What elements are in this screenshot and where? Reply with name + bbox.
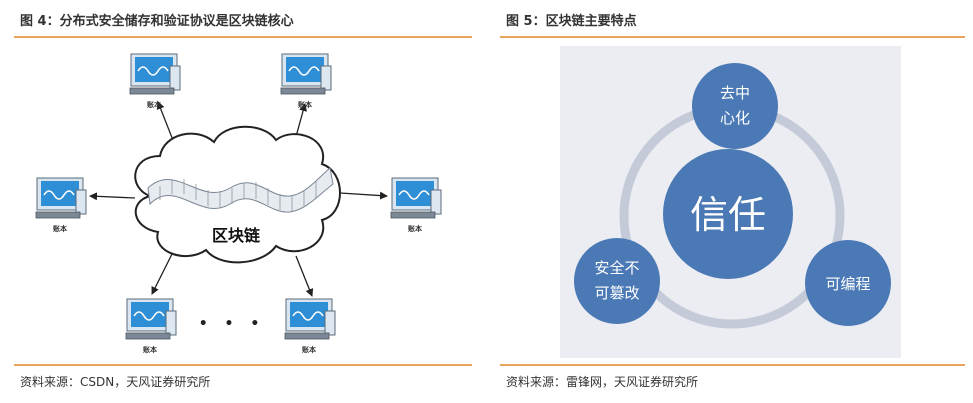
node-decentralized-line2: 心化: [720, 109, 750, 127]
blockchain-features-diagram: 信任 去中 心化 可编程 安全不 可篡改: [560, 46, 901, 358]
computer-icon-bottom-right: 账本: [284, 298, 336, 354]
figure-5-panel: 图 5：区块链主要特点 信任 去中 心化 可编程 安全不 可篡改 资料来源：雷锋…: [500, 0, 973, 403]
figure-4-source: 资料来源：CSDN，天风证券研究所: [20, 375, 211, 389]
figure-4-panel: 图 4：分布式安全储存和验证协议是区块链核心: [0, 0, 476, 403]
figure-4-bottom-rule: [14, 364, 472, 366]
computer-label: 账本: [298, 100, 312, 109]
computer-icon-left: 账本: [35, 177, 87, 233]
computer-label: 账本: [408, 224, 422, 233]
arrow-bottom-right: [295, 255, 314, 297]
trust-label: 信任: [690, 193, 766, 237]
trust-circle: [663, 149, 793, 279]
figure-5-bottom-rule: [500, 364, 965, 366]
node-tamper-proof: 安全不 可篡改: [574, 238, 660, 324]
figure-4-top-rule: [14, 36, 472, 38]
computer-label: 账本: [143, 345, 157, 354]
chain-band: [147, 167, 334, 213]
computer-label: 账本: [302, 345, 316, 354]
blockchain-network-diagram: 区块链 账本 账本 账本 账本 账本 账本 • • •: [35, 53, 442, 354]
figure-4-title: 图 4：分布式安全储存和验证协议是区块链核心: [20, 14, 294, 29]
ellipsis: • • •: [199, 316, 266, 332]
computer-label: 账本: [53, 224, 67, 233]
computer-label: 账本: [147, 100, 161, 109]
node-decentralized: 去中 心化: [692, 63, 778, 149]
node-programmable-line1: 可编程: [825, 275, 870, 293]
computer-icon-bottom-left: 账本: [125, 298, 177, 354]
computer-icon-top-left: 账本: [129, 53, 181, 109]
node-decentralized-line1: 去中: [720, 84, 750, 102]
figure-5-title: 图 5：区块链主要特点: [506, 14, 637, 29]
computer-icon-right: 账本: [390, 177, 442, 233]
arrow-left: [89, 192, 136, 201]
arrow-right: [339, 191, 388, 200]
node-tamper-proof-line2: 可篡改: [594, 284, 639, 302]
node-programmable: 可编程: [805, 240, 891, 326]
arrow-bottom-left: [151, 253, 173, 295]
figure-5-top-rule: [500, 36, 965, 38]
blockchain-label: 区块链: [212, 226, 261, 245]
node-tamper-proof-line1: 安全不: [594, 259, 639, 277]
figure-5-source: 资料来源：雷锋网，天风证券研究所: [506, 375, 699, 389]
computer-icon-top-right: 账本: [280, 53, 332, 109]
